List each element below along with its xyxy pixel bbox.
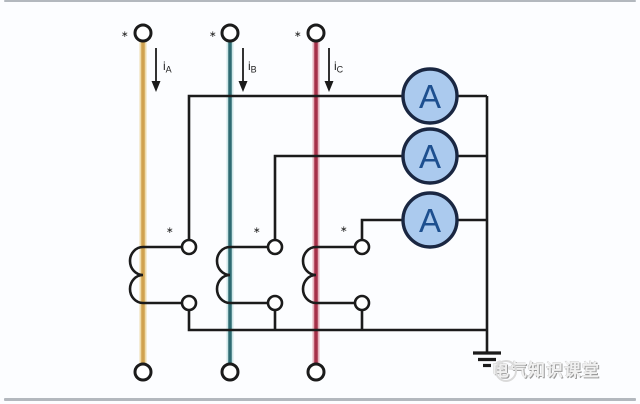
ct-a-lower-terminal (180, 294, 198, 312)
ct-b-lower-terminal (266, 294, 284, 312)
current-arrow-a (151, 48, 161, 92)
ct-a-upper-terminal (180, 238, 198, 256)
ct-c-coil (301, 245, 317, 305)
frame-top-edge (4, 0, 636, 2)
arrowhead-icon (151, 81, 161, 92)
polarity-mark-ct-c: ∗ (340, 225, 348, 235)
arrowhead-icon (324, 81, 334, 92)
ammeter-3-label: A (419, 202, 441, 239)
ct-c-lower-terminal (353, 294, 371, 312)
ct-b-to-ammeter2-wire (273, 154, 403, 240)
ct-a-coil (128, 245, 144, 305)
ct-b-upper-terminal (266, 238, 284, 256)
phase-b-top-terminal (220, 23, 240, 43)
return-bus (187, 310, 487, 332)
current-label-a: iA (163, 59, 172, 75)
current-arrows (151, 48, 334, 92)
ammeter-2-label: A (419, 138, 441, 175)
ammeter-1: A (401, 67, 459, 125)
polarity-mark-phase-b: ∗ (209, 30, 217, 40)
ammeter-3-body (401, 191, 459, 249)
polarity-mark-phase-a: ∗ (121, 30, 129, 40)
ct-a-to-ammeter1-wire (187, 94, 403, 240)
ammeter-1-label: A (419, 78, 441, 115)
ct-c-to-ammeter3-wire (360, 218, 403, 240)
phase-c-top-terminal (306, 23, 326, 43)
ct-b-leads (230, 245, 268, 305)
ammeter-2-body (401, 127, 459, 185)
arrowhead-icon (238, 81, 248, 92)
current-arrow-b (238, 48, 248, 92)
ground-icon (473, 351, 501, 368)
current-label-b: iB (248, 59, 257, 75)
ct-c-leads (316, 245, 355, 305)
phase-b-bottom-terminal (220, 362, 240, 382)
polarity-mark-ct-a: ∗ (166, 226, 174, 236)
ct-b-coil (215, 245, 231, 305)
phase-c-bottom-terminal (306, 362, 326, 382)
ammeter-2: A (401, 127, 459, 185)
polarity-mark-phase-c: ∗ (294, 30, 302, 40)
polarity-mark-ct-b: ∗ (253, 226, 261, 236)
ammeter-1-body (401, 67, 459, 125)
ammeter-output-wires (457, 94, 487, 222)
phase-a-bottom-terminal (133, 362, 153, 382)
phase-a-top-terminal (133, 23, 153, 43)
current-arrow-c (324, 48, 334, 92)
secondary-wiring (128, 23, 501, 382)
frame-bottom-edge (4, 398, 636, 401)
ct-c-upper-terminal (353, 238, 371, 256)
ct-a-leads (143, 245, 182, 305)
current-label-c: iC (334, 59, 344, 75)
ammeter-3: A (401, 191, 459, 249)
